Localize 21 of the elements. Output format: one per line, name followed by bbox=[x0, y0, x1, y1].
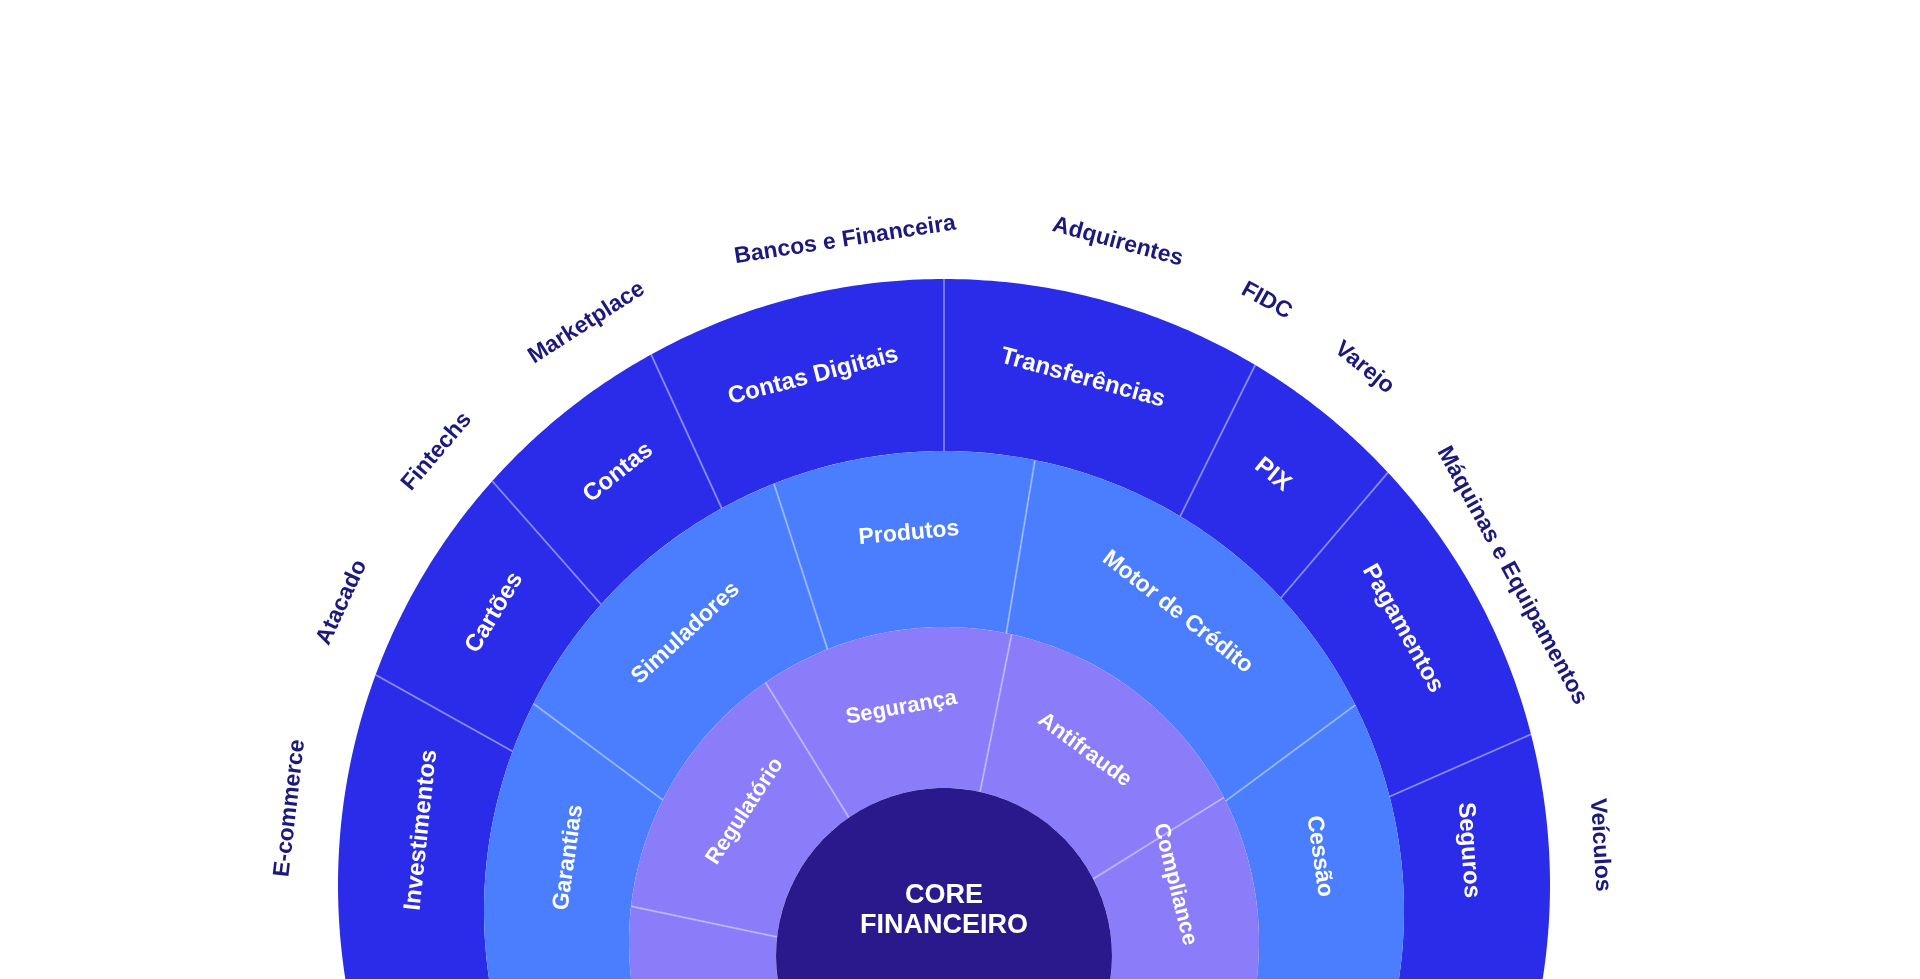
segment-label: Investimentos bbox=[398, 748, 442, 912]
core-title: CORE FINANCEIRO bbox=[859, 880, 1029, 940]
segment-label: Produtos bbox=[857, 515, 961, 550]
segment-label: Seguros bbox=[1453, 801, 1487, 899]
ring-segment bbox=[484, 703, 663, 979]
segment-label: Cessão bbox=[1301, 813, 1339, 899]
ring-segment bbox=[1225, 705, 1404, 979]
segment-label: Segurança bbox=[843, 684, 959, 729]
segment-label: Garantias bbox=[547, 803, 588, 912]
market-label: Veículos bbox=[1585, 797, 1617, 893]
ring-segment bbox=[773, 451, 1035, 650]
ring-segment bbox=[338, 674, 513, 979]
ring-segment bbox=[1389, 734, 1550, 979]
segment-label: Contas Digitais bbox=[725, 340, 901, 410]
ring-segment bbox=[629, 906, 778, 979]
market-label: E-commerce bbox=[267, 737, 310, 879]
segment-label: PIX bbox=[1250, 451, 1297, 497]
market-label: FIDC bbox=[1237, 276, 1297, 325]
ring-segment bbox=[651, 279, 944, 509]
ring-segment bbox=[1093, 797, 1259, 979]
market-label: Bancos e Financeira bbox=[732, 209, 958, 268]
